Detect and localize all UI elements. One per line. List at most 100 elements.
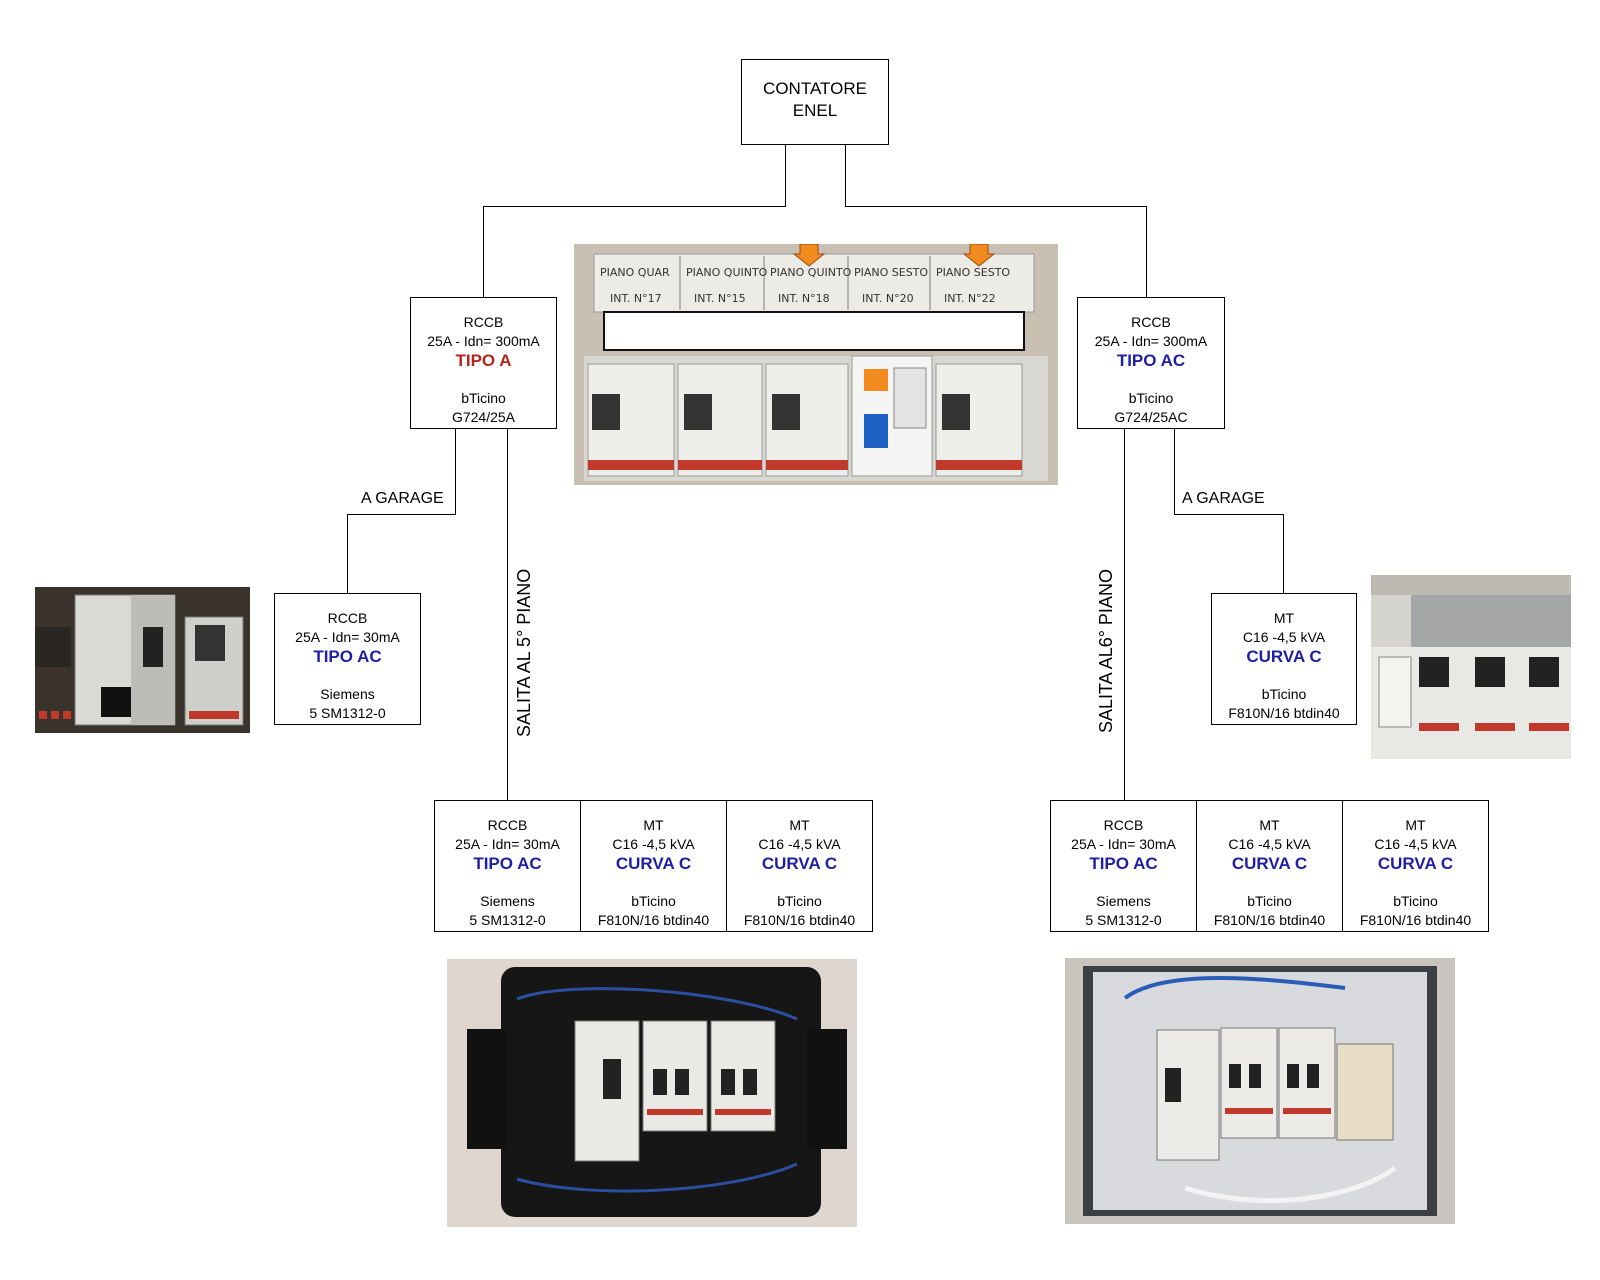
- brand: bTicino: [631, 893, 676, 909]
- right-garage-label: A GARAGE: [1182, 490, 1265, 507]
- brand: bTicino: [1261, 686, 1307, 702]
- right-garage-v2: [1283, 514, 1284, 593]
- rating: 25A - Idn= 30mA: [295, 629, 400, 645]
- right-garage-mt: MT C16 -4,5 kVA CURVA C bTicino F810N/16…: [1211, 593, 1357, 725]
- model: 5 SM1312-0: [309, 705, 386, 721]
- label: MT: [1405, 817, 1426, 833]
- right-riser-v: [1124, 428, 1125, 800]
- rating: C16 -4,5 kVA: [1242, 629, 1326, 645]
- type-label: CURVA C: [1246, 647, 1322, 666]
- right-panel-mt-1: MT C16 -4,5 kVA CURVA C bTicino F810N/16…: [1196, 800, 1343, 932]
- right-garage-photo-svg: [1371, 575, 1571, 759]
- label: RCCB: [1131, 314, 1171, 330]
- left-garage-photo: [35, 587, 250, 733]
- left-garage-photo-svg: [35, 587, 250, 733]
- type-label: CURVA C: [615, 854, 692, 873]
- model: F810N/16 btdin40: [597, 912, 710, 928]
- meter-line2: ENEL: [792, 101, 838, 120]
- model: 5 SM1312-0: [1085, 912, 1162, 928]
- photo-label-5a: PIANO SESTO: [936, 266, 1010, 279]
- right-main-rccb: RCCB 25A - Idn= 300mA TIPO AC bTicino G7…: [1077, 297, 1225, 429]
- right-panel-photo: [1065, 958, 1455, 1224]
- right-panel-mt-2: MT C16 -4,5 kVA CURVA C bTicino F810N/16…: [1342, 800, 1489, 932]
- left-feeder-v: [483, 206, 484, 297]
- rating: 25A - Idn= 30mA: [455, 836, 560, 852]
- brand: Siemens: [480, 893, 535, 909]
- right-panel-photo-svg: [1065, 958, 1455, 1224]
- rating: 25A - Idn= 300mA: [427, 333, 540, 349]
- left-garage-rccb: RCCB 25A - Idn= 30mA TIPO AC Siemens 5 S…: [274, 593, 421, 725]
- left-garage-h: [347, 514, 456, 515]
- model: F810N/16 btdin40: [1228, 705, 1340, 721]
- rating: C16 -4,5 kVA: [612, 836, 695, 852]
- model: F810N/16 btdin40: [1359, 912, 1472, 928]
- type-label: TIPO AC: [313, 647, 382, 666]
- left-panel-mt-2: MT C16 -4,5 kVA CURVA C bTicino F810N/16…: [726, 800, 873, 932]
- rating: C16 -4,5 kVA: [758, 836, 841, 852]
- photo-label-2a: PIANO QUINTO: [686, 266, 768, 279]
- label: RCCB: [1103, 817, 1144, 833]
- left-garage-v1: [455, 428, 456, 515]
- photo-label-4b: INT. N°20: [862, 292, 914, 305]
- left-panel-photo: [447, 959, 857, 1227]
- photo-label-3a: PIANO QUINTO: [770, 266, 852, 279]
- brand: bTicino: [1247, 893, 1292, 909]
- left-riser-v: [507, 428, 508, 800]
- brand: Siemens: [320, 686, 375, 702]
- type-label: CURVA C: [1231, 854, 1308, 873]
- model: G724/25AC: [1114, 409, 1188, 425]
- photo-label-1a: PIANO QUAR: [600, 266, 670, 279]
- label: RCCB: [487, 817, 528, 833]
- left-main-rccb: RCCB 25A - Idn= 300mA TIPO A bTicino G72…: [410, 297, 557, 429]
- left-feeder-h: [483, 206, 786, 207]
- label: MT: [1259, 817, 1280, 833]
- meter-line1: CONTATORE: [763, 79, 867, 98]
- rating: 25A - Idn= 30mA: [1071, 836, 1176, 852]
- type-label: CURVA C: [1377, 854, 1454, 873]
- label: MT: [1273, 610, 1295, 626]
- meter-right-drop: [845, 144, 846, 207]
- right-garage-v1: [1174, 428, 1175, 515]
- main-board-photo: PIANO QUAR PIANO QUINTO PIANO QUINTO PIA…: [574, 244, 1058, 485]
- right-garage-h: [1174, 514, 1284, 515]
- label: MT: [789, 817, 810, 833]
- type-label: TIPO A: [455, 351, 512, 370]
- meter-left-drop: [785, 144, 786, 207]
- brand: bTicino: [1393, 893, 1438, 909]
- model: G724/25A: [451, 409, 516, 425]
- right-riser-label: SALITA AL6° PIANO: [1096, 569, 1116, 733]
- brand: bTicino: [777, 893, 822, 909]
- type-label: CURVA C: [761, 854, 838, 873]
- type-label: TIPO AC: [1089, 854, 1158, 873]
- orange-arrow-icon: [792, 244, 826, 267]
- right-feeder-h: [845, 206, 1147, 207]
- photo-label-2b: INT. N°15: [694, 292, 746, 305]
- left-garage-v2: [347, 514, 348, 593]
- model: 5 SM1312-0: [469, 912, 546, 928]
- right-panel-rccb: RCCB 25A - Idn= 30mA TIPO AC Siemens 5 S…: [1050, 800, 1197, 932]
- rating: 25A - Idn= 300mA: [1094, 333, 1208, 349]
- meter-box: CONTATORE ENEL: [741, 59, 889, 145]
- right-feeder-v: [1146, 206, 1147, 297]
- photo-label-1b: INT. N°17: [610, 292, 662, 305]
- brand: Siemens: [1096, 893, 1151, 909]
- photo-label-5b: INT. N°22: [944, 292, 996, 305]
- type-label: TIPO AC: [473, 854, 542, 873]
- label: RCCB: [463, 314, 504, 330]
- orange-arrow-icon: [962, 244, 996, 267]
- rating: C16 -4,5 kVA: [1374, 836, 1457, 852]
- right-garage-photo: [1371, 575, 1571, 759]
- left-panel-mt-1: MT C16 -4,5 kVA CURVA C bTicino F810N/16…: [580, 800, 727, 932]
- brand: bTicino: [461, 390, 506, 406]
- label: MT: [643, 817, 664, 833]
- photo-label-4a: PIANO SESTO: [854, 266, 928, 279]
- model: F810N/16 btdin40: [743, 912, 856, 928]
- type-label: TIPO AC: [1116, 351, 1186, 370]
- rating: C16 -4,5 kVA: [1228, 836, 1311, 852]
- label: RCCB: [327, 610, 368, 626]
- left-garage-label: A GARAGE: [361, 490, 444, 507]
- model: F810N/16 btdin40: [1213, 912, 1326, 928]
- photo-label-3b: INT. N°18: [778, 292, 830, 305]
- left-panel-rccb: RCCB 25A - Idn= 30mA TIPO AC Siemens 5 S…: [434, 800, 581, 932]
- left-riser-label: SALITA AL 5° PIANO: [514, 568, 534, 737]
